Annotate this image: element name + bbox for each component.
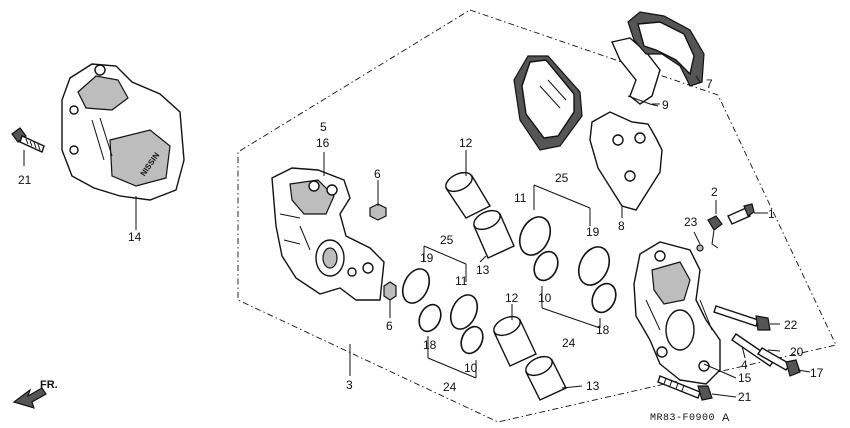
callout-19-lower: 19 — [420, 251, 434, 265]
seal-18-upper-part — [591, 282, 617, 314]
callout-17: 17 — [810, 366, 824, 380]
callout-21-bottom: 21 — [738, 390, 752, 404]
piston-12-upper-part — [444, 171, 491, 219]
bleeder-cap-2-part — [707, 215, 723, 249]
piston-13-upper-part — [473, 209, 515, 259]
callout-24-upper: 24 — [562, 336, 576, 350]
bolt-21-top-part — [11, 127, 45, 153]
caliper-assembly-part: NISSIN — [61, 63, 185, 201]
piston-13-lower-part — [525, 355, 567, 401]
diagram-code: MR83-F0900 — [650, 413, 715, 424]
pin-4-part — [731, 333, 775, 367]
callout-20: 20 — [790, 345, 804, 359]
seal-19-lower-part — [401, 268, 431, 304]
seal-18-lower-part — [418, 303, 442, 333]
callout-5: 5 — [320, 120, 327, 134]
pin-20-part — [757, 347, 791, 371]
callout-8: 8 — [618, 219, 625, 233]
callout-24-lower: 24 — [443, 380, 457, 394]
seal-11-lower-part — [449, 294, 479, 330]
seal-10-upper-part — [533, 250, 559, 282]
nut-6-lower-part — [383, 281, 397, 301]
callout-3: 3 — [346, 378, 353, 392]
caliper-half-right-part — [633, 241, 721, 385]
seal-19-upper-part — [577, 246, 611, 286]
bolt-21-bottom-part — [657, 375, 713, 401]
seal-10-lower-part — [460, 325, 484, 355]
piston-12-lower-part — [493, 315, 537, 367]
nut-17-part — [785, 359, 801, 377]
brake-pad-upper-part — [513, 55, 583, 151]
callout-11-upper: 11 — [514, 191, 527, 205]
nut-6-upper-part — [369, 203, 387, 221]
callout-22: 22 — [784, 318, 798, 332]
caliper-bracket-part — [271, 167, 385, 301]
callout-18-upper: 18 — [596, 323, 610, 337]
brake-pad-8-part — [589, 111, 663, 211]
callout-10-upper: 10 — [538, 291, 552, 305]
callout-15: 15 — [738, 371, 752, 385]
callout-6-lower: 6 — [386, 319, 393, 333]
callout-13-lower: 13 — [586, 379, 600, 393]
callout-25-lower: 25 — [440, 233, 454, 247]
callout-10-lower: 10 — [464, 361, 478, 375]
callout-1: 1 — [768, 207, 775, 221]
callout-13-upper: 13 — [476, 263, 490, 277]
callout-23: 23 — [684, 215, 698, 229]
callout-7: 7 — [706, 77, 713, 91]
leader-lines — [23, 75, 811, 398]
direction-label: FR. — [40, 379, 58, 391]
assembly-outline — [237, 9, 837, 423]
callout-2: 2 — [711, 185, 718, 199]
diagram-suffix: A — [722, 412, 730, 424]
callout-14: 14 — [128, 230, 142, 244]
callout-12-lower: 12 — [505, 291, 519, 305]
callout-18-lower: 18 — [423, 338, 437, 352]
callout-4: 4 — [741, 358, 748, 372]
callout-9: 9 — [662, 98, 669, 112]
clip-23-part — [696, 244, 704, 252]
callout-12-upper: 12 — [459, 136, 473, 150]
callout-19-upper: 19 — [586, 225, 600, 239]
bleeder-valve-1-part — [727, 203, 755, 225]
callout-labels: 21 14 5 16 6 6 3 12 13 12 13 25 11 19 10… — [18, 77, 824, 404]
seal-11-upper-part — [518, 216, 552, 256]
bolt-22-part — [713, 305, 771, 331]
callout-11-lower: 11 — [455, 274, 468, 288]
direction-arrow-icon — [12, 387, 47, 409]
callout-6-upper: 6 — [374, 167, 381, 181]
callout-21-top: 21 — [18, 173, 32, 187]
callout-25-upper: 25 — [555, 171, 569, 185]
callout-16: 16 — [316, 136, 330, 150]
pad-spring-7-part — [627, 11, 705, 87]
